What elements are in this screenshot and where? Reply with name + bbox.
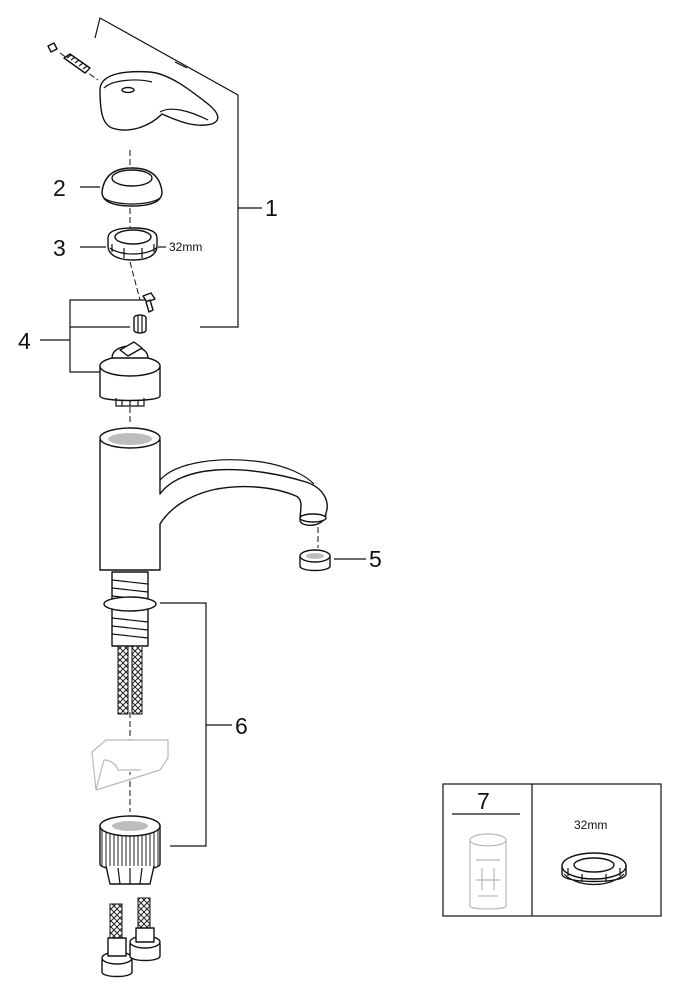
- adjuster-nut-part: [133, 314, 147, 334]
- hose-connector-left-part: [101, 903, 133, 978]
- callout-4-label: 4: [18, 328, 31, 354]
- inset-shank-part: [469, 833, 507, 910]
- faucet-body-part: [99, 427, 328, 571]
- horseshoe-washer-part: [91, 739, 169, 791]
- hex-nut-part: [107, 227, 158, 261]
- callout-5-label: 5: [369, 546, 382, 572]
- fixing-nut-part: [99, 815, 161, 885]
- braided-hose-part: [117, 645, 143, 715]
- callout-2-label: 2: [53, 175, 66, 201]
- escutcheon-cap-part: [101, 167, 163, 207]
- hose-connector-right-part: [129, 897, 161, 962]
- cartridge-part: [99, 341, 161, 407]
- nut-size-label: 32mm: [169, 240, 202, 254]
- callout-1-label: 1: [265, 195, 278, 221]
- callout-3-label: 3: [53, 235, 66, 261]
- callout-1-bracket: [94, 17, 262, 328]
- grub-screw-part: [47, 42, 91, 74]
- aerator-part: [299, 549, 331, 572]
- callout-4-bracket: [40, 299, 148, 373]
- threaded-shank-part: [103, 571, 157, 647]
- inset-hex-nut-part: [561, 852, 627, 885]
- callout-7-label: 7: [477, 788, 490, 814]
- small-screw-part: [142, 292, 156, 313]
- callout-6-label: 6: [235, 713, 248, 739]
- center-axis: [59, 52, 319, 812]
- lever-handle-part: [99, 70, 219, 131]
- inset-nut-size-label: 32mm: [574, 818, 607, 832]
- spare-parts-inset: 7 32mm: [442, 783, 662, 917]
- callout-6-bracket: [160, 602, 232, 847]
